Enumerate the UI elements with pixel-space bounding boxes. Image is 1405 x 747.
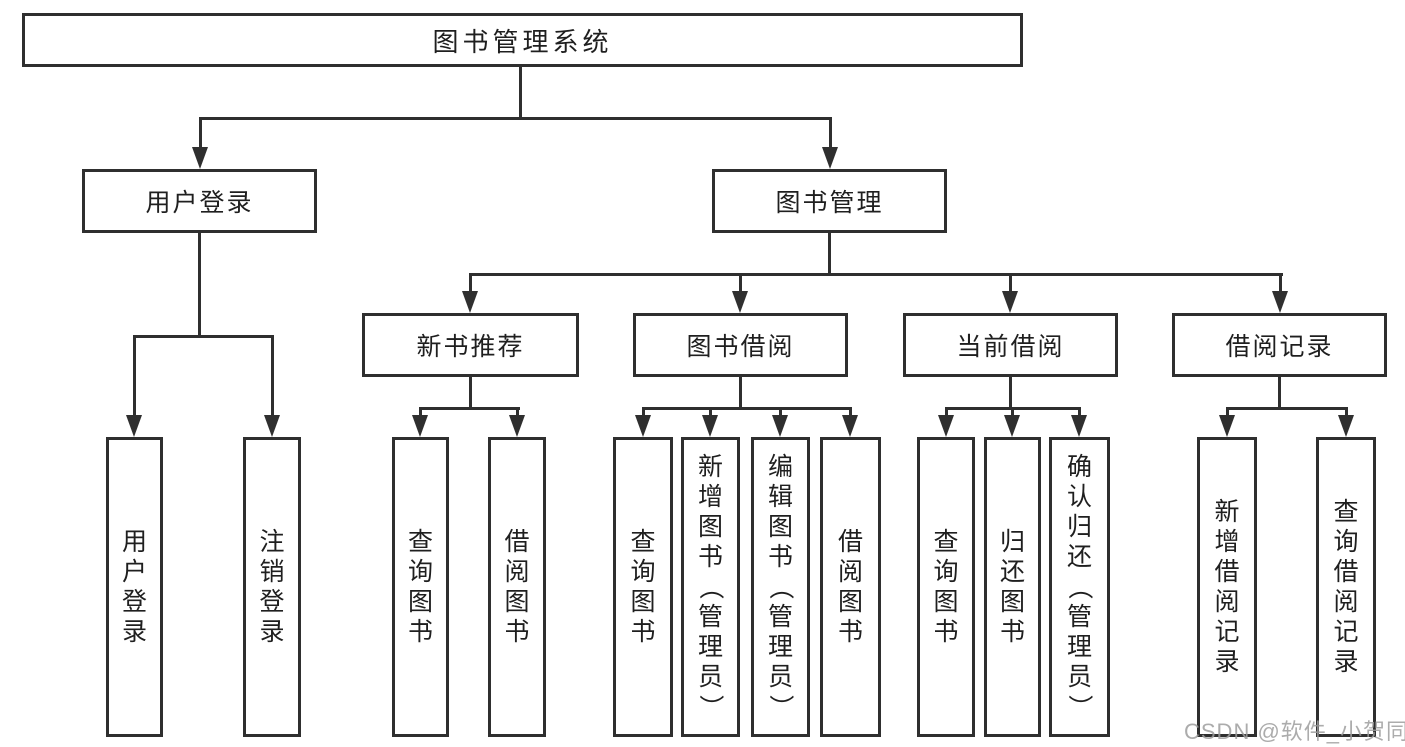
- connector-bb-leaf3-stem: [779, 407, 782, 417]
- connector-root-stub: [519, 67, 522, 117]
- node-book-borrow: 图书借阅: [633, 313, 848, 377]
- arrowhead-to-borrow-records: [1272, 291, 1288, 313]
- leaf-borrow-books: 借阅图书: [820, 437, 881, 737]
- connector-br-leaf1-stem: [1226, 407, 1229, 417]
- node-borrow-records-label: 借阅记录: [1225, 333, 1334, 361]
- leaf-user-login: 用户登录: [106, 437, 163, 737]
- arrowhead-to-user-login: [192, 147, 208, 169]
- leaf-borrow-books-label: 借阅图书: [837, 528, 863, 646]
- connector-to-book-management-stem: [829, 117, 832, 149]
- arrowhead-cb-leaf2: [1004, 415, 1020, 437]
- arrowhead-to-leaf-user-login: [126, 415, 142, 437]
- arrowhead-bb-leaf1: [635, 415, 651, 437]
- arrowhead-br-leaf1: [1219, 415, 1235, 437]
- node-book-management-label: 图书管理: [775, 189, 884, 217]
- leaf-query-books-borrow: 查询图书: [613, 437, 673, 737]
- leaf-confirm-return-admin: 确认归还（管理员）: [1049, 437, 1110, 737]
- leaf-query-books-recommend: 查询图书: [392, 437, 449, 737]
- leaf-query-books-current: 查询图书: [917, 437, 975, 737]
- arrowhead-bb-leaf4: [842, 415, 858, 437]
- connector-user-login-stub: [198, 233, 201, 335]
- connector-br-leaf2-stem: [1345, 407, 1348, 417]
- leaf-edit-book-admin: 编辑图书（管理员）: [751, 437, 810, 737]
- node-current-borrow: 当前借阅: [903, 313, 1118, 377]
- leaf-query-books-current-label: 查询图书: [933, 528, 959, 646]
- connector-to-leaf-logout-stem: [271, 335, 274, 417]
- arrowhead-br-leaf2: [1338, 415, 1354, 437]
- leaf-return-book: 归还图书: [984, 437, 1041, 737]
- arrowhead-to-new-book: [462, 291, 478, 313]
- leaf-query-books-recommend-label: 查询图书: [407, 528, 433, 646]
- node-new-book-recommend-label: 新书推荐: [416, 333, 525, 361]
- connector-nb-leaf2-stem: [516, 407, 519, 417]
- arrowhead-bb-leaf2: [702, 415, 718, 437]
- arrowhead-bb-leaf3: [772, 415, 788, 437]
- arrowhead-cb-leaf1: [938, 415, 954, 437]
- leaf-add-borrow-record: 新增借阅记录: [1197, 437, 1257, 737]
- leaf-add-book-admin-label: 新增图书（管理员）: [696, 453, 725, 720]
- connector-bb-leaf4-stem: [849, 407, 852, 417]
- connector-book-borrow-stub: [739, 377, 742, 407]
- arrowhead-nb-leaf1: [412, 415, 428, 437]
- node-user-login: 用户登录: [82, 169, 317, 233]
- connector-to-current-borrow-stem: [1009, 273, 1012, 293]
- leaf-logout-label: 注销登录: [259, 528, 285, 646]
- node-borrow-records: 借阅记录: [1172, 313, 1387, 377]
- node-book-management: 图书管理: [712, 169, 947, 233]
- node-user-login-label: 用户登录: [145, 189, 254, 217]
- connector-book-borrow-branch: [642, 407, 851, 410]
- node-root-label: 图书管理系统: [432, 26, 613, 57]
- watermark-text: CSDN @软件_小贺同学: [1184, 719, 1405, 744]
- connector-book-management-branch: [469, 273, 1283, 276]
- connector-to-borrow-records-stem: [1279, 273, 1282, 293]
- connector-to-user-login-stem: [199, 117, 202, 149]
- arrowhead-nb-leaf2: [509, 415, 525, 437]
- leaf-query-borrow-record: 查询借阅记录: [1316, 437, 1376, 737]
- connector-cb-leaf3-stem: [1078, 407, 1081, 417]
- node-current-borrow-label: 当前借阅: [956, 333, 1065, 361]
- node-root: 图书管理系统: [22, 13, 1023, 67]
- leaf-query-borrow-record-label: 查询借阅记录: [1333, 498, 1359, 676]
- leaf-edit-book-admin-label: 编辑图书（管理员）: [766, 453, 795, 720]
- arrowhead-to-current-borrow: [1002, 291, 1018, 313]
- node-new-book-recommend: 新书推荐: [362, 313, 579, 377]
- leaf-return-book-label: 归还图书: [999, 528, 1025, 646]
- connector-to-new-book-stem: [469, 273, 472, 293]
- arrowhead-to-leaf-logout: [264, 415, 280, 437]
- node-book-borrow-label: 图书借阅: [686, 333, 795, 361]
- connector-new-book-stub: [469, 377, 472, 407]
- connector-cb-leaf1-stem: [945, 407, 948, 417]
- connector-current-borrow-stub: [1009, 377, 1012, 407]
- connector-nb-leaf1-stem: [419, 407, 422, 417]
- leaf-add-borrow-record-label: 新增借阅记录: [1214, 498, 1240, 676]
- connector-bb-leaf1-stem: [642, 407, 645, 417]
- connector-cb-leaf2-stem: [1011, 407, 1014, 417]
- connector-to-leaf-user-login-stem: [133, 335, 136, 417]
- leaf-borrow-books-recommend: 借阅图书: [488, 437, 546, 737]
- connector-root-branch: [199, 117, 832, 120]
- connector-borrow-records-branch: [1226, 407, 1348, 410]
- connector-user-login-branch: [133, 335, 274, 338]
- arrowhead-to-book-management: [822, 147, 838, 169]
- connector-to-book-borrow-stem: [739, 273, 742, 293]
- arrowhead-to-book-borrow: [732, 291, 748, 313]
- connector-new-book-branch: [419, 407, 520, 410]
- leaf-logout: 注销登录: [243, 437, 301, 737]
- leaf-user-login-label: 用户登录: [121, 528, 147, 646]
- connector-book-management-stub: [828, 233, 831, 273]
- leaf-borrow-books-recommend-label: 借阅图书: [504, 528, 530, 646]
- leaf-add-book-admin: 新增图书（管理员）: [681, 437, 740, 737]
- connector-bb-leaf2-stem: [709, 407, 712, 417]
- leaf-confirm-return-admin-label: 确认归还（管理员）: [1065, 453, 1094, 720]
- leaf-query-books-borrow-label: 查询图书: [630, 528, 656, 646]
- connector-borrow-records-stub: [1278, 377, 1281, 407]
- arrowhead-cb-leaf3: [1071, 415, 1087, 437]
